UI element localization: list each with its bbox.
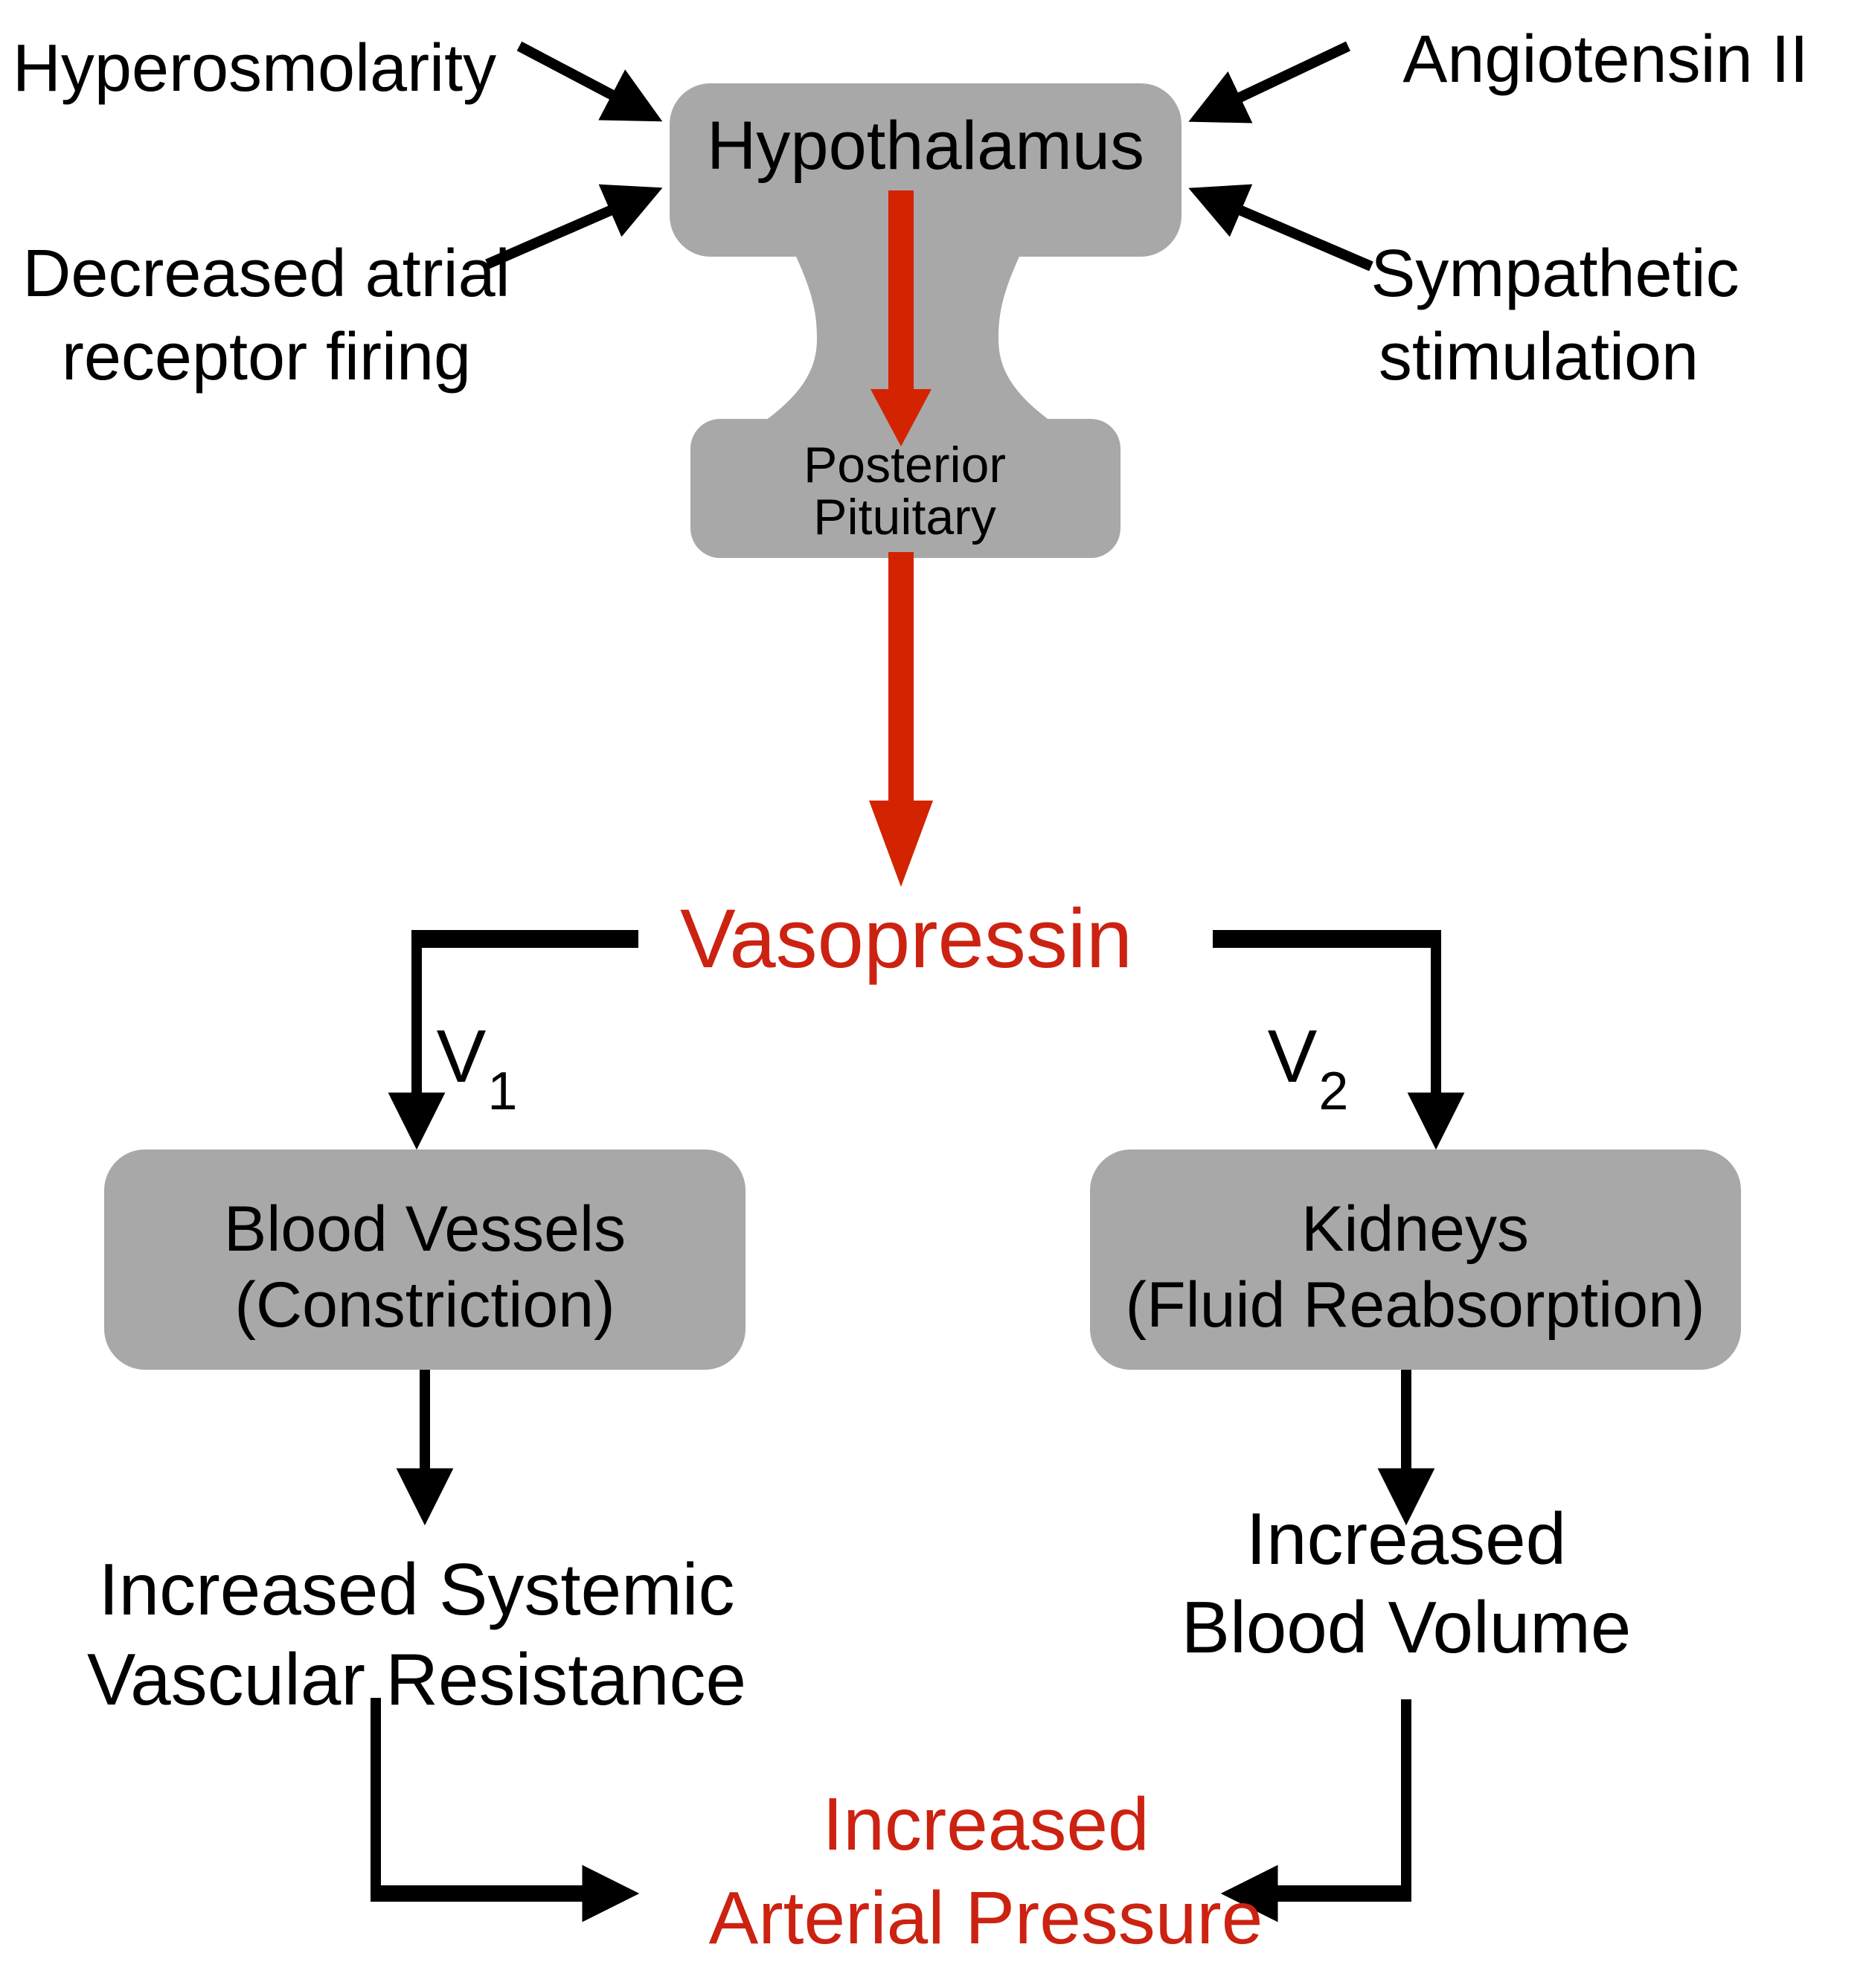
- atrial-receptor-label-line2: receptor firing: [61, 320, 472, 394]
- posterior-pituitary-label-line1: Posterior: [803, 437, 1007, 493]
- pituitary-to-vasopressin-arrow: [869, 552, 933, 887]
- v2-receptor-base: V: [1267, 1015, 1318, 1098]
- blood-vessels-box: [104, 1149, 746, 1370]
- sympathetic-arrow: [1188, 184, 1373, 272]
- blood-volume-label-line1: Increased: [1245, 1498, 1567, 1580]
- hypothalamus-box: [670, 83, 1182, 257]
- hyperosmolarity-arrow: [516, 41, 663, 122]
- svr-label-line2: Vascular Resistance: [86, 1638, 747, 1720]
- v1-receptor-base: V: [436, 1015, 487, 1098]
- blood-vessels-label-line1: Blood Vessels: [223, 1193, 626, 1265]
- kidneys-box: [1090, 1149, 1741, 1370]
- hypothalamus-label: Hypothalamus: [706, 108, 1145, 184]
- arterial-pressure-label-line2: Arterial Pressure: [708, 1876, 1263, 1960]
- angiotensin-arrow: [1188, 41, 1350, 124]
- v2-receptor-subscript: 2: [1318, 1061, 1349, 1121]
- angiotensin-label: Angiotensin II: [1402, 22, 1809, 97]
- kidneys-label-line1: Kidneys: [1301, 1193, 1529, 1265]
- posterior-pituitary-box: [690, 419, 1120, 558]
- v1-receptor-subscript: 1: [487, 1061, 518, 1121]
- sympathetic-label-line1: Sympathetic: [1370, 237, 1740, 311]
- hyperosmolarity-label: Hyperosmolarity: [12, 31, 497, 106]
- arterial-pressure-label-line1: Increased: [822, 1783, 1150, 1866]
- atrial-receptor-arrow: [485, 184, 663, 269]
- blood-volume-label-line2: Blood Volume: [1181, 1586, 1632, 1668]
- v2-receptor-label: V2: [1268, 1019, 1349, 1118]
- blood-vessels-label-line2: (Constriction): [234, 1269, 615, 1341]
- hypothalamus-to-pituitary-arrow: [871, 190, 932, 446]
- svr-label-line1: Increased Systemic: [98, 1548, 735, 1630]
- vasopressin-label: Vasopressin: [679, 892, 1133, 985]
- v1-receptor-label: V1: [437, 1019, 518, 1118]
- atrial-receptor-label-line1: Decreased atrial: [22, 237, 510, 311]
- posterior-pituitary-label-line2: Pituitary: [813, 489, 996, 545]
- kidneys-label-line2: (Fluid Reabsorption): [1125, 1269, 1705, 1341]
- sympathetic-label-line2: stimulation: [1378, 320, 1699, 394]
